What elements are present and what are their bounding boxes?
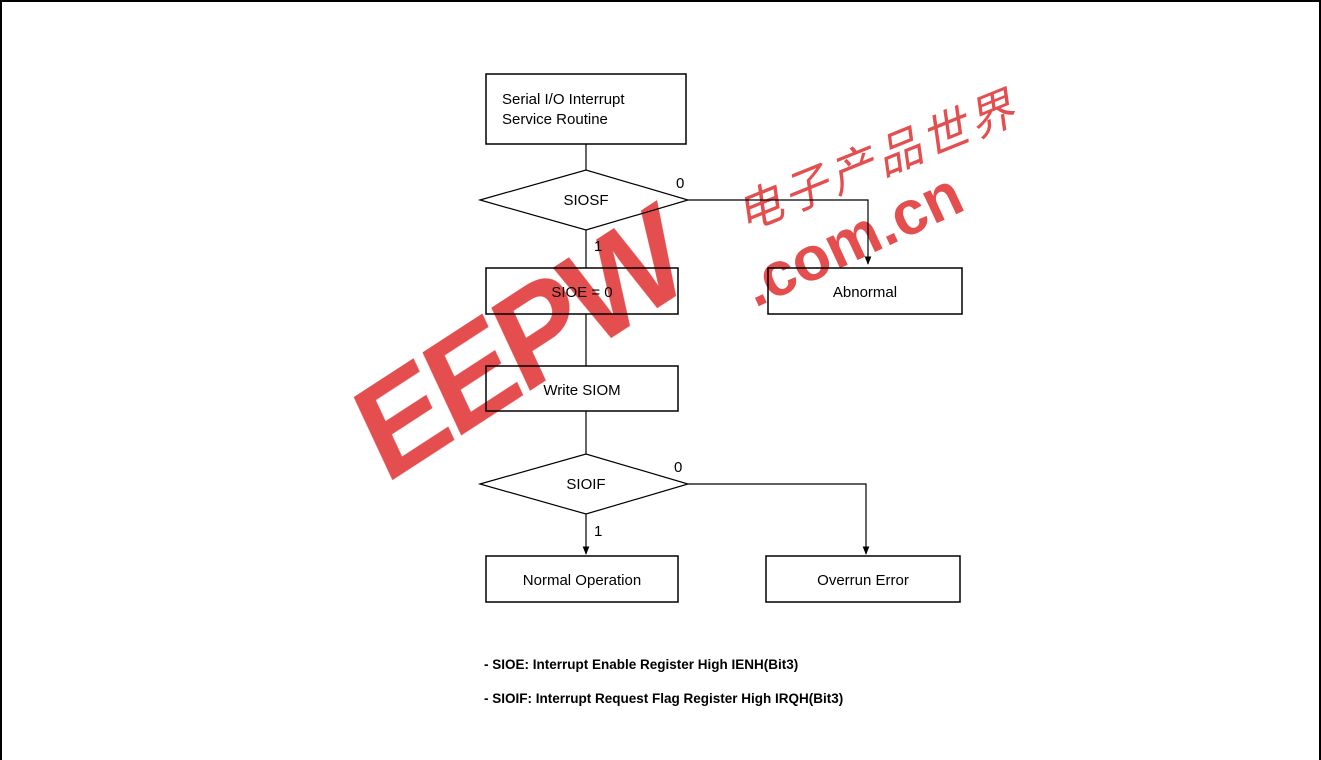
branch-label-siosf-1: 1 [594,238,602,255]
process-normal-operation: Normal Operation [485,555,679,603]
connector-sioif-overrun [688,483,870,555]
start-label-line1: Serial I/O Interrupt [502,91,625,108]
decision-sioif-label: SIOIF [566,476,605,493]
decision-siosf-label: SIOSF [563,192,608,209]
process-sioe-label: SIOE = 0 [551,284,612,301]
branch-label-sioif-0: 0 [674,459,682,476]
process-normal-label: Normal Operation [523,572,641,589]
start-label-line2: Service Routine [502,111,608,128]
branch-label-siosf-0: 0 [676,175,684,192]
process-abnormal-label: Abnormal [833,284,897,301]
process-write-siom: Write SIOM [485,365,679,412]
branch-label-sioif-1: 1 [594,523,602,540]
watermark-logo: EEPW [334,174,708,511]
start-node: Serial I/O Interrupt Service Routine [485,73,687,145]
process-overrun-label: Overrun Error [817,572,909,589]
note-sioe: - SIOE: Interrupt Enable Register High I… [484,657,798,672]
decision-sioif: SIOIF [477,453,691,515]
note-sioif: - SIOIF: Interrupt Request Flag Register… [484,691,843,706]
process-overrun-error: Overrun Error [765,555,961,603]
connector-siosf-abnormal [688,199,872,265]
decision-siosf: SIOSF [477,169,691,231]
process-write-siom-label: Write SIOM [543,382,620,399]
process-sioe: SIOE = 0 [485,267,679,315]
process-abnormal: Abnormal [767,267,963,315]
